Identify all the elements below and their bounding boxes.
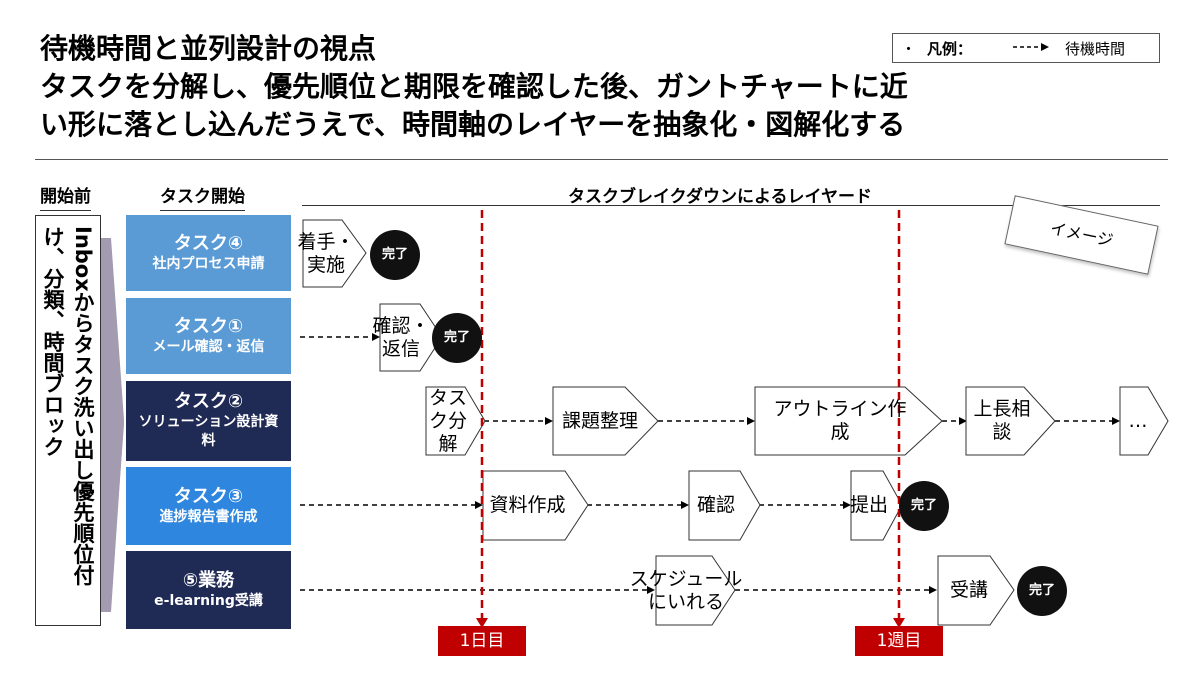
arrowhead-t5-2 (929, 586, 937, 594)
arrowhead-t2-2 (747, 417, 755, 425)
milestone-arrowhead-day1 (476, 618, 488, 628)
milestone-arrowhead-week1 (893, 618, 905, 628)
inbox-box: Inboxからタスク洗い出し優先順位付け、分類、時間ブロック (35, 215, 101, 626)
inbox-arrow-head (110, 240, 124, 612)
column-task-start: タスク開始 (160, 182, 245, 211)
arrowhead-t5-1 (647, 586, 655, 594)
chevron-t2-issue (552, 386, 659, 456)
task-sub: e-learning受講 (154, 592, 263, 609)
step-t3-check: 確認 (696, 494, 735, 516)
task-name: タスク④ (173, 232, 244, 254)
arrowhead-t2-4 (1112, 417, 1120, 425)
task-sub: 進捗報告書作成 (159, 508, 258, 525)
task-name: ⑤業務 (182, 569, 235, 591)
task-box-2: タスク② ソリューション設計資料 (126, 381, 291, 461)
legend-bullet: ・ (901, 40, 917, 58)
title-line-2: タスクを分解し、優先順位と期限を確認した後、ガントチャートに近 (40, 70, 908, 103)
arrowhead-t3-1 (475, 501, 483, 509)
step-t5-take: 受講 (949, 579, 988, 601)
milestone-week1: 1週目 (855, 626, 943, 656)
done-badge-t1: 完了 (432, 313, 482, 363)
step-t5-schedule: スケジュールにいれる (629, 567, 743, 613)
step-t2-more: … (1128, 409, 1148, 432)
task-name: タスク① (173, 315, 244, 337)
step-t2-boss: 上長相談 (973, 398, 1031, 443)
chevron-t2-outline (754, 386, 943, 456)
task-name: タスク② (173, 391, 244, 412)
dashed-arrow-icon (1013, 43, 1049, 51)
chevron-t5-schedule (655, 555, 736, 626)
chevron-t1-confirm (379, 303, 443, 372)
title-line-1: 待機時間と並列設計の視点 (40, 32, 377, 65)
done-badge-t4: 完了 (370, 230, 420, 280)
task-box-3: タスク③ 進捗報告書作成 (126, 467, 291, 545)
done-badge-t3: 完了 (899, 481, 949, 531)
column-before: 開始前 (40, 182, 91, 211)
step-t3-submit: 提出 (849, 494, 888, 516)
legend-text: 待機時間 (1065, 40, 1126, 58)
title-divider (35, 159, 1168, 160)
legend-label: 凡例： (927, 40, 973, 58)
arrowhead-t3-3 (843, 501, 851, 509)
step-t2-outline: アウトライン作成 (773, 398, 907, 443)
chevron-t2-boss (965, 386, 1056, 456)
inbox-text: Inboxからタスク洗い出し優先順位付け、分類、時間ブロック (41, 226, 95, 586)
done-badge-t5: 完了 (1017, 566, 1067, 616)
chevron-t5-take (937, 555, 1015, 626)
task-sub: メール確認・返信 (152, 338, 265, 355)
step-t3-make: 資料作成 (489, 494, 566, 516)
milestone-day1: 1日目 (438, 626, 526, 656)
arrowhead-t3-2 (681, 501, 689, 509)
legend-box: ・ 凡例： 待機時間 (892, 33, 1160, 63)
task-box-1: タスク① メール確認・返信 (126, 298, 291, 374)
inbox-arrow-bar (101, 240, 110, 612)
step-t1-confirm: 確認・返信 (372, 314, 430, 360)
arrowhead-t1-1 (372, 333, 380, 341)
task-box-5: ⑤業務 e-learning受講 (126, 551, 291, 629)
arrowhead-t2-1 (545, 417, 553, 425)
chevron-t3-check (688, 470, 761, 541)
title-line-3: い形に落とし込んだうえで、時間軸のレイヤーを抽象化・図解化する (40, 108, 906, 141)
chevron-t2-break (425, 386, 486, 456)
step-t4-start: 着手・実施 (297, 230, 355, 276)
chevron-t3-submit (850, 470, 903, 541)
chevron-t2-more (1119, 386, 1169, 456)
breakdown-underline (302, 205, 1160, 206)
column-breakdown: タスクブレイクダウンによるレイヤード (568, 187, 872, 207)
chevron-t4-start (302, 219, 367, 288)
task-box-4: タスク④ 社内プロセス申請 (126, 215, 291, 291)
task-sub: 社内プロセス申請 (152, 255, 265, 272)
arrowhead-t2-3 (959, 417, 967, 425)
page-title: 待機時間と並列設計の視点 タスクを分解し、優先順位と期限を確認した後、ガントチャ… (40, 30, 1160, 144)
step-t2-issue: 課題整理 (561, 409, 638, 432)
task-sub: ソリューション設計資料 (138, 414, 279, 449)
step-t2-break: タスク分解 (428, 386, 467, 455)
task-name: タスク③ (173, 485, 244, 507)
